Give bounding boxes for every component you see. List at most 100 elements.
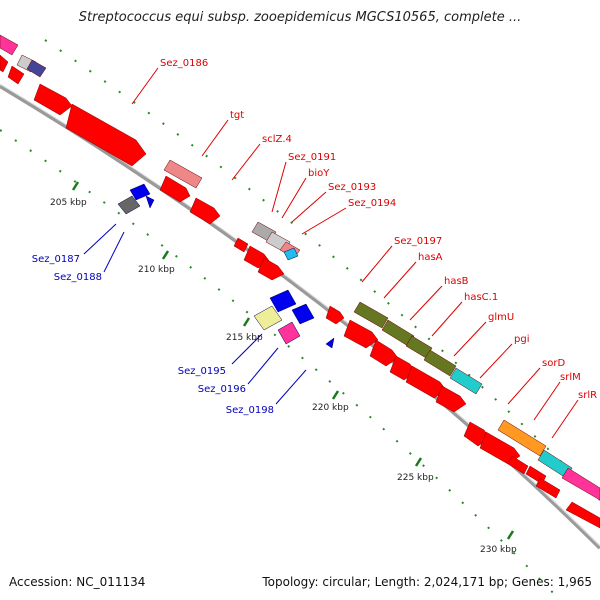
leader-lines-reverse bbox=[83, 223, 307, 405]
leader-line bbox=[479, 343, 513, 379]
gene-label-tgt[interactable]: tgt bbox=[230, 110, 244, 121]
tick-label-215: 215 kbp bbox=[226, 333, 263, 343]
leader-line bbox=[231, 333, 263, 365]
leader-line bbox=[409, 285, 443, 321]
gene-feature[interactable] bbox=[561, 467, 600, 501]
tick-225 bbox=[414, 457, 423, 467]
tick-label-230: 230 kbp bbox=[480, 545, 517, 555]
gene-label-sez-0186[interactable]: Sez_0186 bbox=[160, 58, 208, 69]
tick-label-225: 225 kbp bbox=[397, 473, 434, 483]
leader-line bbox=[431, 301, 463, 337]
gene-feature[interactable] bbox=[163, 159, 203, 189]
gene-label-hasa[interactable]: hasA bbox=[418, 252, 443, 263]
outer-features bbox=[0, 34, 600, 501]
map-title: Streptococcus equi subsp. zooepidemicus … bbox=[78, 10, 522, 25]
gene-arrow[interactable] bbox=[65, 103, 147, 167]
reverse-labels: Sez_0187 Sez_0188 Sez_0195 Sez_0196 Sez_… bbox=[32, 254, 274, 416]
gene-label-sord[interactable]: sorD bbox=[542, 358, 565, 369]
gene-feature[interactable] bbox=[449, 367, 483, 395]
forward-labels: Sez_0186 tgt sclZ.4 Sez_0191 bioY Sez_01… bbox=[160, 58, 597, 401]
tick-label-220: 220 kbp bbox=[312, 403, 349, 413]
gene-arrow[interactable] bbox=[369, 339, 399, 367]
gene-arrow[interactable] bbox=[565, 501, 600, 529]
gene-feature[interactable] bbox=[277, 321, 301, 345]
leader-line bbox=[201, 119, 229, 157]
tick-210 bbox=[161, 250, 170, 260]
tick-labels: 205 kbp 210 kbp 215 kbp 220 kbp 225 kbp … bbox=[50, 198, 517, 555]
gene-label-hasc-1[interactable]: hasC.1 bbox=[464, 292, 498, 303]
leader-line bbox=[361, 245, 393, 283]
gene-arrow[interactable] bbox=[129, 183, 151, 201]
forward-genes bbox=[0, 54, 600, 529]
gene-label-sez-0193[interactable]: Sez_0193 bbox=[328, 182, 376, 193]
gene-arrow[interactable] bbox=[269, 289, 297, 313]
topology-text: Topology: circular; Length: 2,024,171 bp… bbox=[262, 575, 592, 589]
gene-arrow[interactable] bbox=[7, 65, 25, 85]
gene-label-bioy[interactable]: bioY bbox=[308, 168, 330, 179]
leader-line bbox=[533, 381, 561, 421]
gene-arrow[interactable] bbox=[159, 175, 191, 203]
gene-arrow[interactable] bbox=[33, 83, 73, 116]
gene-feature[interactable] bbox=[283, 247, 299, 261]
gene-label-sez-0188[interactable]: Sez_0188 bbox=[54, 272, 102, 283]
gene-label-glmu[interactable]: glmU bbox=[488, 312, 514, 323]
gene-label-srlm[interactable]: srlM bbox=[560, 372, 581, 383]
gene-feature[interactable] bbox=[117, 195, 141, 215]
leader-line bbox=[301, 207, 347, 235]
gene-label-hasb[interactable]: hasB bbox=[444, 276, 469, 287]
gene-arrow[interactable] bbox=[145, 195, 155, 209]
gene-arrow[interactable] bbox=[535, 477, 561, 499]
gene-arrow[interactable] bbox=[325, 305, 345, 325]
gene-feature[interactable] bbox=[253, 305, 283, 331]
leader-line bbox=[131, 67, 159, 105]
genome-backbone bbox=[0, 84, 600, 550]
tick-215 bbox=[242, 317, 251, 327]
leader-line bbox=[383, 261, 417, 299]
gene-arrow[interactable] bbox=[343, 319, 379, 349]
leader-line bbox=[103, 231, 125, 273]
gene-arrow[interactable] bbox=[325, 337, 335, 349]
gene-arrow[interactable] bbox=[291, 303, 315, 325]
tick-230 bbox=[506, 530, 515, 540]
accession-text: Accession: NC_011134 bbox=[9, 575, 146, 589]
gene-feature[interactable] bbox=[0, 34, 19, 56]
gene-label-sez-0187[interactable]: Sez_0187 bbox=[32, 254, 80, 265]
gene-label-srlr[interactable]: srlR bbox=[578, 390, 597, 401]
leader-line bbox=[453, 321, 487, 357]
gene-label-sez-0197[interactable]: Sez_0197 bbox=[394, 236, 442, 247]
gene-label-pgi[interactable]: pgi bbox=[514, 334, 529, 345]
gene-arrow[interactable] bbox=[257, 257, 285, 281]
gene-arrow[interactable] bbox=[507, 455, 529, 475]
leader-lines-forward bbox=[131, 67, 579, 439]
leader-line bbox=[271, 161, 287, 213]
tick-label-210: 210 kbp bbox=[138, 265, 175, 275]
leader-line bbox=[231, 143, 261, 181]
reverse-genes bbox=[117, 183, 335, 349]
major-ticks bbox=[71, 181, 515, 540]
tick-220 bbox=[331, 390, 340, 400]
leader-line bbox=[281, 177, 307, 219]
leader-line bbox=[507, 367, 541, 405]
leader-line bbox=[247, 347, 279, 385]
leader-line bbox=[83, 223, 117, 255]
gene-feature[interactable] bbox=[497, 419, 547, 457]
leader-line bbox=[551, 399, 579, 439]
tick-205 bbox=[71, 181, 80, 191]
leader-line bbox=[275, 369, 307, 405]
gene-arrow[interactable] bbox=[233, 237, 249, 253]
gene-feature[interactable] bbox=[26, 59, 47, 78]
gene-arrow[interactable] bbox=[435, 385, 467, 413]
tick-label-205: 205 kbp bbox=[50, 198, 87, 208]
gene-arrow[interactable] bbox=[189, 197, 221, 225]
gene-feature[interactable] bbox=[423, 349, 457, 377]
leader-line bbox=[291, 191, 327, 223]
gene-label-sez-0195[interactable]: Sez_0195 bbox=[178, 366, 226, 377]
gene-label-sez-0198[interactable]: Sez_0198 bbox=[226, 405, 274, 416]
gene-label-sez-0191[interactable]: Sez_0191 bbox=[288, 152, 336, 163]
gene-arrow[interactable] bbox=[0, 54, 9, 73]
gene-label-sez-0196[interactable]: Sez_0196 bbox=[198, 384, 246, 395]
gene-label-sez-0194[interactable]: Sez_0194 bbox=[348, 198, 396, 209]
gene-label-sclz-4[interactable]: sclZ.4 bbox=[262, 134, 292, 145]
gene-feature[interactable] bbox=[353, 301, 389, 329]
